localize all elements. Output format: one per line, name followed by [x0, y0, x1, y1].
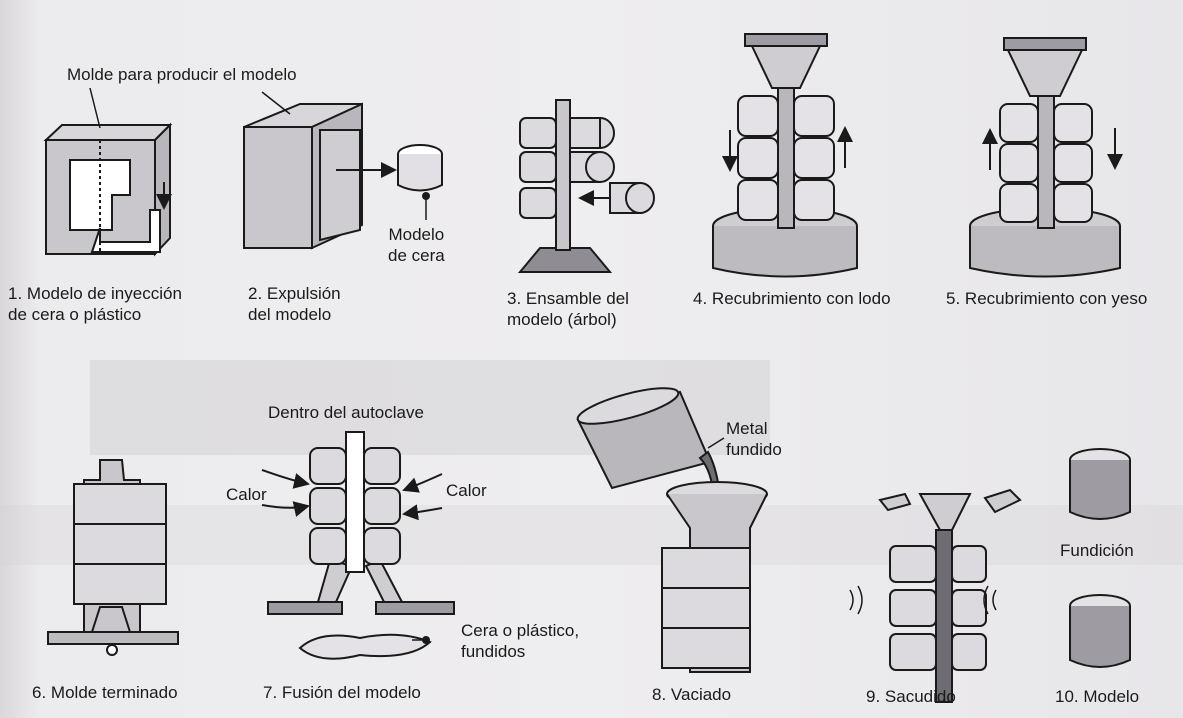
step-5-number: 5. — [946, 289, 961, 308]
slurry-coating-drawing — [712, 33, 858, 278]
mold-leader-line-2 — [261, 91, 291, 115]
step-7-number: 7. — [263, 683, 278, 702]
pouring-drawing — [576, 387, 768, 673]
step-3-number: 3. — [507, 289, 522, 308]
step-1-text: Modelo de inyección de cera o plástico — [8, 284, 182, 324]
step-10-number: 10. — [1055, 687, 1079, 706]
stucco-coating-drawing — [969, 37, 1123, 278]
step-9-text: Sacudido — [884, 687, 956, 706]
casting-part-drawing — [1069, 448, 1131, 520]
step-10-caption: 10. Modelo — [1055, 686, 1139, 707]
ejection-drawing — [243, 102, 443, 250]
step-6-caption: 6. Molde terminado — [32, 682, 178, 703]
step-2-text: Expulsión del modelo — [248, 284, 341, 324]
step-3-text: Ensamble del modelo (árbol) — [507, 289, 629, 329]
step-4-text: Recubrimiento con lodo — [711, 289, 891, 308]
casting-label: Fundición — [1060, 541, 1134, 560]
mold-for-model-label: Molde para producir el modelo — [67, 65, 297, 84]
wax-model-label: Modelo de cera — [388, 225, 445, 265]
pattern-part-drawing — [1069, 594, 1131, 668]
step-6-number: 6. — [32, 683, 47, 702]
step-8-caption: 8. Vaciado — [652, 684, 731, 705]
dewaxing-drawing — [261, 431, 455, 660]
injection-mold-drawing — [43, 122, 173, 257]
tree-assembly-drawing — [517, 99, 655, 273]
step-8-number: 8. — [652, 685, 667, 704]
step-4-caption: 4. Recubrimiento con lodo — [693, 288, 891, 309]
step-7-text: Fusión del modelo — [281, 683, 421, 702]
mold-leader-line — [89, 87, 101, 129]
step-1-number: 1. — [8, 284, 23, 303]
step-8-text: Vaciado — [670, 685, 732, 704]
heat-left-label: Calor — [226, 485, 267, 504]
molten-wax-label: Cera o plástico, fundidos — [461, 621, 580, 661]
step-3-caption: 3. Ensamble del modelo (árbol) — [507, 288, 629, 330]
heat-right-label: Calor — [446, 481, 487, 500]
step-9-number: 9. — [866, 687, 881, 706]
step-5-caption: 5. Recubrimiento con yeso — [946, 288, 1147, 309]
step-7-caption: 7. Fusión del modelo — [263, 682, 421, 703]
background-page-texture — [0, 360, 1183, 565]
step-9-caption: 9. Sacudido — [866, 686, 956, 707]
molten-metal-label: Metal fundido — [726, 419, 782, 459]
inside-autoclave-label: Dentro del autoclave — [268, 403, 424, 422]
shakeout-drawing — [849, 488, 1022, 703]
finished-mold-drawing — [47, 459, 179, 656]
step-1-caption: 1. Modelo de inyección de cera o plástic… — [8, 283, 182, 325]
step-2-number: 2. — [248, 284, 263, 303]
step-2-caption: 2. Expulsión del modelo — [248, 283, 341, 325]
step-5-text: Recubrimiento con yeso — [964, 289, 1148, 308]
step-6-text: Molde terminado — [50, 683, 178, 702]
step-10-text: Modelo — [1083, 687, 1140, 706]
step-4-number: 4. — [693, 289, 708, 308]
